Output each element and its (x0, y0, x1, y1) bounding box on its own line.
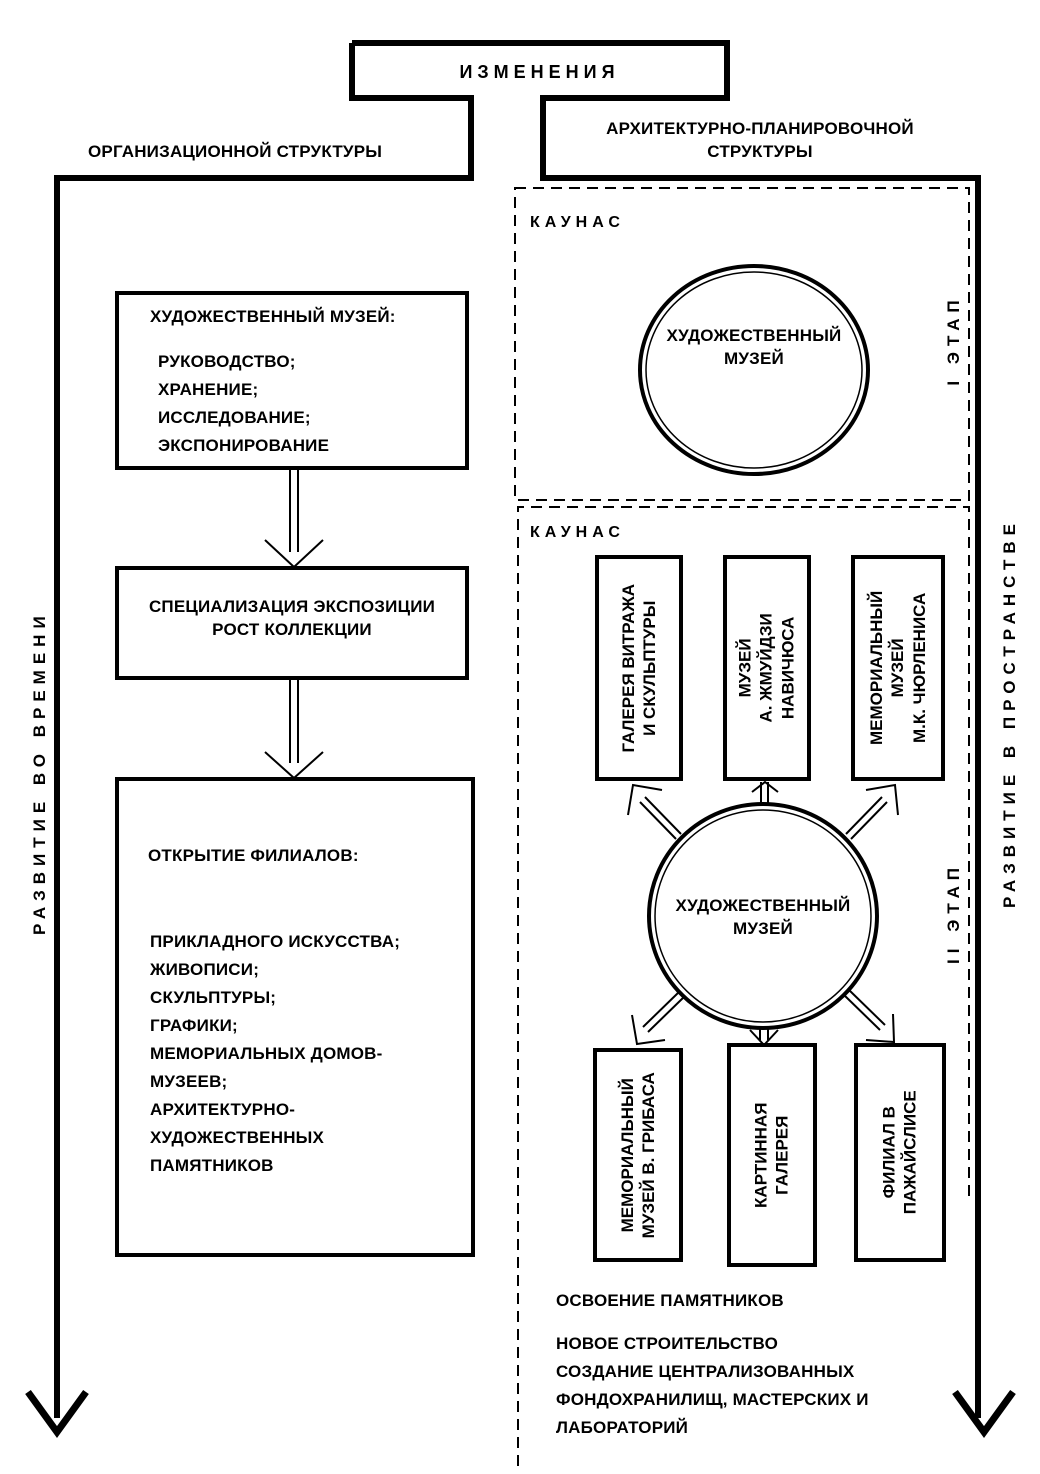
header-title: ИЗМЕНЕНИЯ (459, 62, 620, 82)
right-column-title-line1: АРХИТЕКТУРНО-ПЛАНИРОВОЧНОЙ (606, 119, 914, 138)
arrows-to-top (627, 780, 899, 840)
box-specialization (115, 566, 469, 680)
stage2-circle-line1: ХУДОЖЕСТВЕННЫЙ (675, 896, 851, 915)
box3-item: ЖИВОПИСИ; (150, 960, 260, 980)
branch-top-1-line1: ГАЛЕРЕЯ ВИТРАЖА (618, 583, 638, 753)
box1-item: ХРАНЕНИЕ; (158, 380, 259, 400)
arrow-box2-to-box3 (264, 680, 324, 780)
branch-box-pazaislis (854, 1043, 946, 1262)
left-axis-arrowhead (25, 1389, 89, 1438)
box3-title: ОТКРЫТИЕ ФИЛИАЛОВ: (148, 846, 359, 865)
box2-line2: РОСТ КОЛЛЕКЦИИ (212, 619, 372, 639)
branch-bottom-2-line2: ГАЛЕРЕЯ (773, 1115, 793, 1195)
space-axis-label: РАЗВИТИЕ В ПРОСТРАНСТВЕ (1000, 518, 1019, 908)
stage1-circle-line2: МУЗЕЙ (724, 348, 784, 368)
stage2-circle (647, 802, 879, 1030)
branch-top-1-line2: И СКУЛЬПТУРЫ (640, 600, 659, 736)
stage1-circle-label: ХУДОЖЕСТВЕННЫЙ МУЗЕЙ (640, 325, 868, 371)
stage1-city: КАУНАС (530, 214, 625, 231)
stage2-circle-line2: МУЗЕЙ (733, 918, 793, 938)
arrow-box1-to-box2 (264, 470, 324, 569)
right-frame-line (352, 40, 981, 1418)
note-monuments: ОСВОЕНИЕ ПАМЯТНИКОВ (556, 1291, 784, 1310)
right-column-title: АРХИТЕКТУРНО-ПЛАНИРОВОЧНОЙ СТРУКТУРЫ (560, 118, 960, 164)
bottom-notes-block: НОВОЕ СТРОИТЕЛЬСТВО СОЗДАНИЕ ЦЕНТРАЛИЗОВ… (556, 1330, 869, 1442)
branch-top-3-line3: М.К. ЧЮРЛЕНИСА (909, 592, 929, 744)
left-frame-line (54, 43, 474, 1418)
stage1-circle (638, 264, 870, 476)
box3-item: ПРИКЛАДНОГО ИСКУССТВА; (150, 932, 401, 951)
stage2-city: КАУНАС (530, 524, 625, 541)
box1-item: ИССЛЕДОВАНИЕ; (158, 408, 311, 428)
box2-line1: СПЕЦИАЛИЗАЦИЯ ЭКСПОЗИЦИИ (148, 597, 436, 616)
branch-bottom-3-line2: ПАЖАЙСЛИСЕ (901, 1090, 921, 1215)
box3-item: СКУЛЬПТУРЫ; (150, 988, 277, 1008)
box1-title: ХУДОЖЕСТВЕННЫЙ МУЗЕЙ: (150, 307, 396, 326)
box-art-museum (115, 291, 469, 470)
box2-text: СПЕЦИАЛИЗАЦИЯ ЭКСПОЗИЦИИ РОСТ КОЛЛЕКЦИИ (117, 596, 467, 642)
right-axis-arrowhead (952, 1389, 1016, 1438)
box1-item: ЭКСПОНИРОВАНИЕ (158, 436, 330, 456)
stage2-label: II ЭТАП (944, 862, 963, 964)
note-line: СОЗДАНИЕ ЦЕНТРАЛИЗОВАННЫХ (556, 1362, 855, 1382)
right-column-title-line2: СТРУКТУРЫ (707, 141, 813, 161)
branch-top-3-line1: МЕМОРИАЛЬНЫЙ (867, 590, 887, 746)
stage1-circle-line1: ХУДОЖЕСТВЕННЫЙ (666, 326, 842, 345)
branch-box-gribas (593, 1048, 683, 1262)
box3-list: ПРИКЛАДНОГО ИСКУССТВА; ЖИВОПИСИ; СКУЛЬПТ… (150, 928, 400, 1180)
box3-item: ГРАФИКИ; (150, 1016, 238, 1036)
branch-bottom-1: МЕМОРИАЛЬНЫЙ МУЗЕЙ В. ГРИБАСА (595, 1050, 681, 1260)
stage2-circle-label: ХУДОЖЕСТВЕННЫЙ МУЗЕЙ (649, 895, 877, 941)
branch-bottom-2-line1: КАРТИННАЯ (751, 1102, 771, 1208)
branch-box-zmuidzinavicius (723, 555, 811, 781)
arrows-to-bottom (631, 988, 896, 1047)
box1-list: РУКОВОДСТВО; ХРАНЕНИЕ; ИССЛЕДОВАНИЕ; ЭКС… (158, 348, 329, 460)
time-axis-label: РАЗВИТИЕ ВО ВРЕМЕНИ (30, 610, 49, 935)
box3-item: ПАМЯТНИКОВ (150, 1156, 274, 1176)
note-line: ФОНДОХРАНИЛИЩ, МАСТЕРСКИХ И (556, 1390, 869, 1410)
branch-box-ciurlionis (851, 555, 945, 781)
branch-top-2-line3: НАВИЧЮСА (778, 616, 798, 720)
branch-top-1: ГАЛЕРЕЯ ВИТРАЖА И СКУЛЬПТУРЫ (597, 557, 681, 779)
branch-bottom-3-line1: ФИЛИАЛ В (879, 1106, 899, 1199)
branch-bottom-3: ФИЛИАЛ В ПАЖАЙСЛИСЕ (856, 1045, 944, 1260)
note-line: ЛАБОРАТОРИЙ (556, 1418, 689, 1438)
box-branches (115, 777, 475, 1257)
branch-box-gallery (727, 1043, 817, 1267)
box1-item: РУКОВОДСТВО; (158, 352, 296, 371)
branch-bottom-1-line2: МУЗЕЙ В. ГРИБАСА (639, 1071, 659, 1239)
branch-box-vitrazh (595, 555, 683, 781)
box3-item: ХУДОЖЕСТВЕННЫХ (150, 1128, 325, 1148)
left-column-title: ОРГАНИЗАЦИОННОЙ СТРУКТУРЫ (88, 142, 383, 161)
branch-top-2: МУЗЕЙ А. ЖМУЙДЗИ НАВИЧЮСА (725, 557, 809, 779)
branch-top-2-line2: А. ЖМУЙДЗИ (757, 613, 777, 723)
stage1-frame (514, 187, 970, 501)
box3-item: АРХИТЕКТУРНО- (150, 1100, 296, 1120)
branch-top-3: МЕМОРИАЛЬНЫЙ МУЗЕЙ М.К. ЧЮРЛЕНИСА (853, 557, 943, 779)
branch-bottom-1-line1: МЕМОРИАЛЬНЫЙ (617, 1077, 637, 1233)
box3-item: МЕМОРИАЛЬНЫХ ДОМОВ- (150, 1044, 383, 1064)
branch-top-3-line2: МУЗЕЙ (888, 638, 908, 698)
branch-bottom-2: КАРТИННАЯ ГАЛЕРЕЯ (729, 1045, 815, 1265)
stage2-frame (517, 506, 970, 1466)
stage1-label: I ЭТАП (944, 294, 963, 386)
box3-item: МУЗЕЕВ; (150, 1072, 228, 1092)
note-line: НОВОЕ СТРОИТЕЛЬСТВО (556, 1334, 778, 1353)
branch-top-2-line1: МУЗЕЙ (736, 638, 756, 698)
